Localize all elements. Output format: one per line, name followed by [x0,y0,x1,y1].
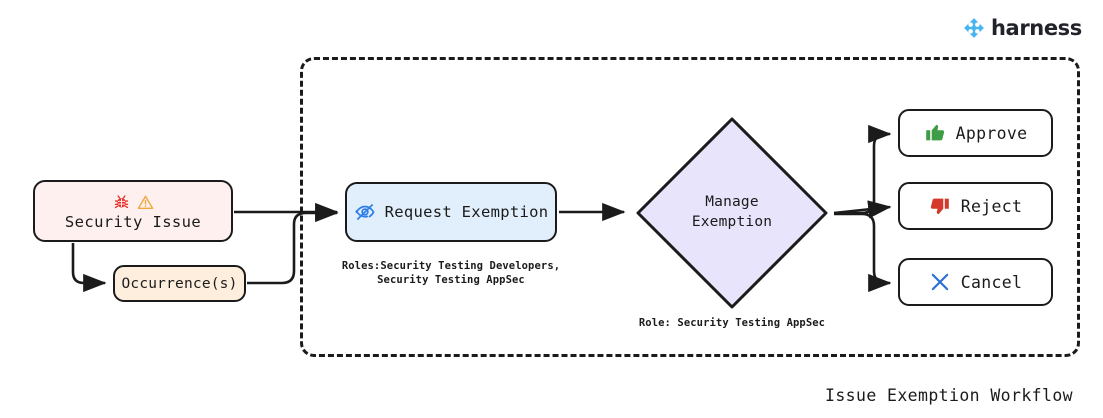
brand-name: harness [991,15,1082,40]
workflow-group-container [300,57,1080,357]
thumbs-up-icon [925,124,944,141]
node-reject[interactable]: Reject [898,182,1053,230]
diamond-shape [636,117,828,309]
thumbs-down-icon [930,198,949,215]
node-cancel[interactable]: Cancel [898,258,1053,306]
request-exemption-label: Request Exemption [384,203,549,221]
close-x-icon [931,273,949,291]
approve-label: Approve [955,123,1028,143]
diagram-title: Issue Exemption Workflow [824,386,1073,405]
harness-diamond-logo-icon [964,18,984,38]
security-issue-icons [113,193,154,211]
occurrences-label: Occurrence(s) [121,275,238,292]
manage-exemption-label: Manage Exemption [632,113,832,313]
bug-icon [114,194,128,208]
warning-triangle-icon [137,195,153,209]
eye-slash-icon [355,204,375,220]
node-occurrences[interactable]: Occurrence(s) [113,265,246,302]
harness-logo: harness [963,17,1082,39]
edge-security-to-occurrence [71,243,107,293]
security-issue-label: Security Issue [64,213,202,231]
node-security-issue[interactable]: Security Issue [33,180,233,242]
manage-exemption-label-line2: Exemption [691,214,773,230]
cancel-label: Cancel [960,272,1023,292]
reject-label: Reject [960,196,1023,216]
manage-exemption-role-caption: Role: Security Testing AppSec [638,317,826,329]
node-request-exemption[interactable]: Request Exemption [345,182,557,242]
request-exemption-roles-caption: Roles:Security Testing Developers, Secur… [341,260,561,287]
node-approve[interactable]: Approve [898,109,1053,157]
node-manage-exemption[interactable]: Manage Exemption [632,113,832,313]
manage-exemption-label-line1: Manage [705,194,759,211]
